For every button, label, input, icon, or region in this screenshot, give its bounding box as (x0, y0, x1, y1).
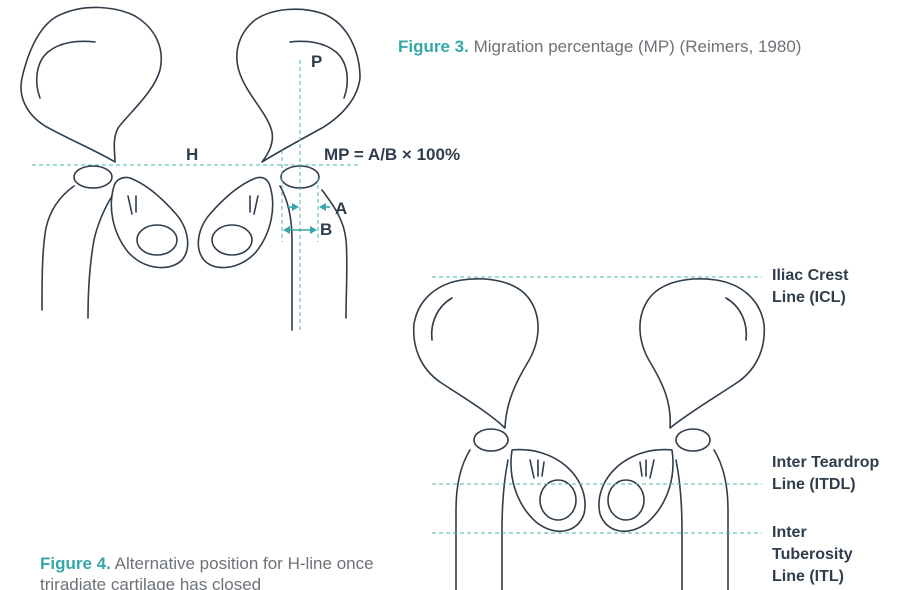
fig3-left-obturator (137, 225, 177, 255)
p-line-label: P (311, 52, 322, 72)
fig3-left-ilium-inner (37, 41, 95, 98)
figure3-caption: Figure 3. Migration percentage (MP) (Rei… (398, 36, 801, 57)
icl-label: Iliac Crest Line (ICL) (772, 265, 848, 309)
figure3-caption-label: Figure 3. (398, 37, 469, 56)
fig4-left-teardrop (530, 460, 544, 478)
fig4-right-ilium (640, 279, 764, 428)
fig4-right-ilium-inner (726, 298, 746, 340)
mp-formula: MP = A/B × 100% (324, 145, 460, 165)
itl-label: Inter Tuberosity Line (ITL) (772, 522, 853, 588)
fig4-left-ilium (414, 279, 538, 428)
fig4-right-femoral-head (676, 429, 710, 451)
fig3-left-teardrop (128, 196, 136, 214)
fig4-right-femur (676, 450, 728, 590)
fig3-left-ilium (21, 7, 161, 162)
figure4-caption: Figure 4. Alternative position for H-lin… (40, 553, 420, 590)
fig4-left-femur (456, 450, 508, 590)
b-label: B (320, 220, 332, 240)
fig3-right-obturator (212, 225, 252, 255)
fig4-right-obturator (608, 480, 644, 520)
figure3-caption-text: Migration percentage (MP) (Reimers, 1980… (469, 37, 802, 56)
h-line-label: H (186, 145, 198, 165)
fig3-right-ilium (237, 9, 360, 162)
itdl-label: Inter Teardrop Line (ITDL) (772, 452, 879, 496)
fig4-left-ilium-inner (432, 298, 452, 340)
figure4-pelvis (414, 277, 765, 590)
fig3-left-femur (42, 186, 112, 318)
fig4-left-femoral-head (474, 429, 508, 451)
fig3-left-femoral-head (74, 166, 112, 188)
figure4-caption-label: Figure 4. (40, 554, 111, 573)
a-label: A (335, 199, 347, 219)
fig4-left-obturator (540, 480, 576, 520)
fig4-right-teardrop (640, 460, 654, 478)
figure3-pelvis (21, 7, 360, 330)
fig3-right-femoral-head (281, 166, 319, 188)
fig3-right-teardrop (250, 196, 258, 214)
